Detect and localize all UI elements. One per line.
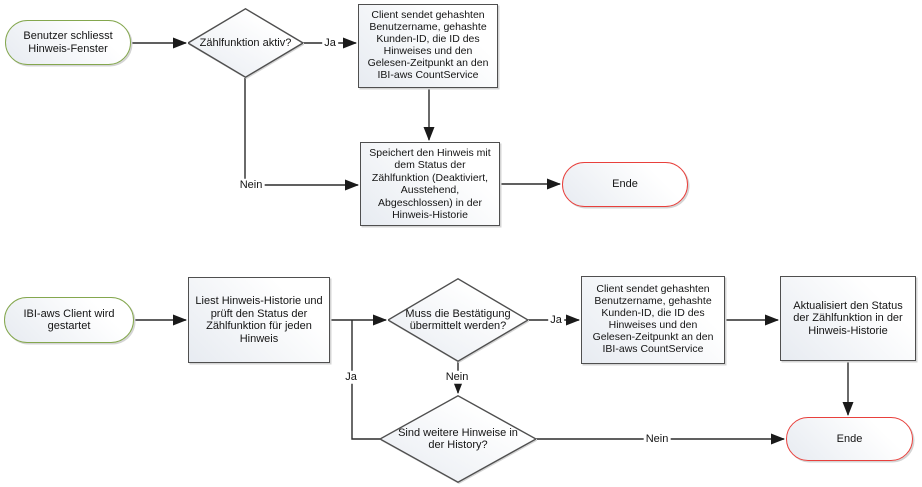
node-label: Ende [836, 432, 863, 445]
start-ibi-aws-client: IBI-aws Client wird gestartet [4, 297, 134, 343]
end-2: Ende [786, 417, 913, 461]
process-client-sendet-2: Client sendet gehashten Benutzername, ge… [581, 276, 725, 364]
connector-decision1-nein-to-process2 [244, 78, 359, 191]
edge-label-ja-loop: Ja [343, 370, 359, 384]
node-label: Client sendet gehashten Benutzername, ge… [592, 283, 714, 355]
decision-bestaetigung: Muss die Bestätigung übermittelt werden? [388, 278, 528, 362]
diamond-shape [388, 278, 528, 362]
diamond-shape [188, 8, 303, 78]
edge-label-ja-1: Ja [322, 36, 338, 50]
decision-weitere-hinweise: Sind weitere Hinweise in der History? [380, 395, 536, 483]
decision-zaehlfunktion-aktiv: Zählfunktion aktiv? [188, 8, 303, 78]
edge-label-ja-2: Ja [548, 313, 564, 327]
node-label: Client sendet gehashten Benutzername, ge… [367, 9, 489, 81]
node-label: Benutzer schliesst Hinweis-Fenster [23, 30, 113, 55]
process-aktualisiert-status: Aktualisiert den Status der Zählfunktion… [780, 276, 916, 361]
node-label: Sind weitere Hinweise in der History? [398, 426, 518, 452]
node-label: Aktualisiert den Status der Zählfunktion… [793, 299, 903, 337]
edge-label-nein-3: Nein [643, 432, 671, 446]
node-label: Liest Hinweis-Historie und prüft den Sta… [195, 295, 323, 345]
process-client-sendet-1: Client sendet gehashten Benutzername, ge… [358, 4, 498, 88]
node-label: Speichert den Hinweis mit dem Status der… [369, 146, 491, 222]
node-label: Ende [612, 178, 638, 191]
node-label: Zählfunktion aktiv? [199, 36, 292, 49]
node-label: IBI-aws Client wird gestartet [23, 307, 115, 333]
node-label: Muss die Bestätigung übermittelt werden? [405, 307, 511, 333]
end-1: Ende [562, 162, 688, 207]
start-benutzer-schliesst: Benutzer schliesst Hinweis-Fenster [5, 20, 131, 65]
connector-decision3-ja-loop [351, 320, 380, 440]
diamond-shape [380, 395, 536, 483]
edge-label-nein-2: Nein [443, 370, 471, 384]
edge-label-nein-1: Nein [237, 178, 265, 192]
process-speichert-hinweis: Speichert den Hinweis mit dem Status der… [360, 142, 500, 226]
process-liest-historie: Liest Hinweis-Historie und prüft den Sta… [188, 277, 330, 363]
